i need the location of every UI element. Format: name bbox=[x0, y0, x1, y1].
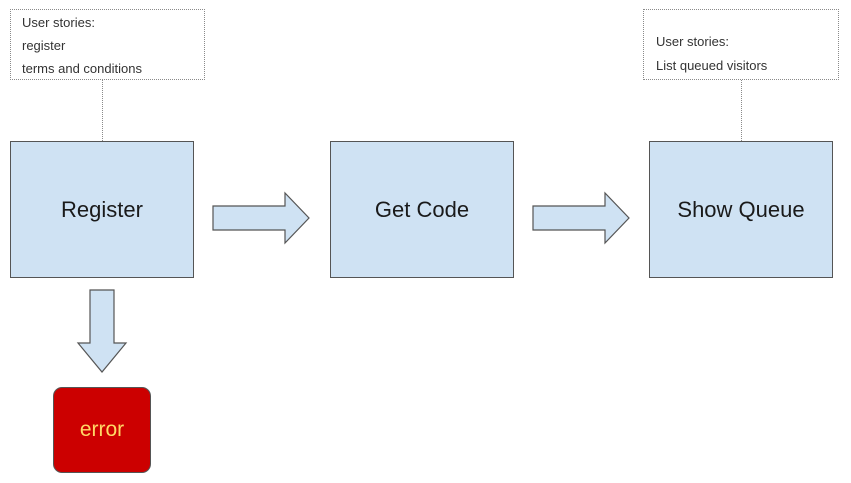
arrow-get-code-to-show-queue bbox=[532, 191, 630, 245]
note-connector bbox=[102, 80, 103, 141]
note-item: terms and conditions bbox=[22, 61, 142, 76]
note-item: List queued visitors bbox=[656, 58, 768, 73]
note-title: User stories: bbox=[656, 34, 729, 49]
note-title: User stories: bbox=[22, 15, 95, 30]
note-item: register bbox=[22, 38, 66, 53]
error-node[interactable]: error bbox=[53, 387, 151, 473]
arrow-register-to-get-code bbox=[212, 191, 310, 245]
get-code-node[interactable]: Get Code bbox=[330, 141, 514, 278]
register-node[interactable]: Register bbox=[10, 141, 194, 278]
error-label: error bbox=[79, 418, 125, 441]
show-queue-node[interactable]: Show Queue bbox=[649, 141, 833, 278]
arrow-register-to-error bbox=[76, 289, 128, 373]
get-code-label: Get Code bbox=[374, 196, 470, 222]
show-queue-label: Show Queue bbox=[677, 196, 805, 222]
note-connector bbox=[741, 80, 742, 141]
register-label: Register bbox=[61, 196, 143, 222]
user-stories-note-show-queue: User stories: List queued visitors bbox=[643, 9, 839, 80]
user-stories-note-register: User stories: register terms and conditi… bbox=[10, 9, 205, 80]
